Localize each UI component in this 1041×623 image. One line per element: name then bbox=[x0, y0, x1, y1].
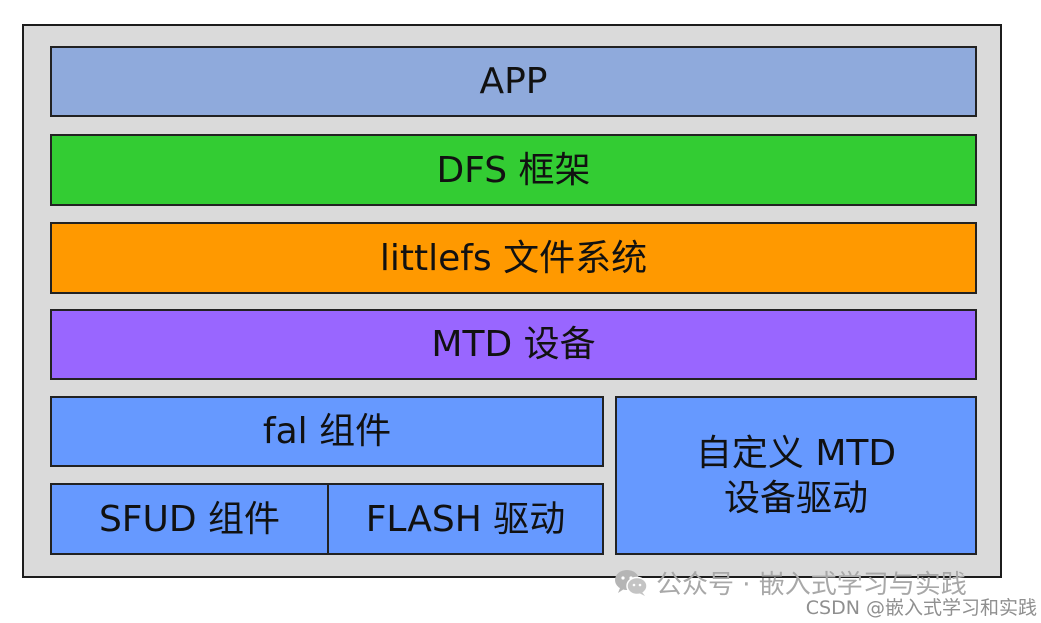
layer-flash-label: FLASH 驱动 bbox=[365, 498, 566, 540]
layer-mtd-label: MTD 设备 bbox=[431, 324, 596, 365]
layer-app: APP bbox=[50, 46, 977, 117]
layer-custom-mtd-line1: 自定义 MTD bbox=[695, 432, 897, 474]
layer-littlefs-label: littlefs 文件系统 bbox=[379, 237, 648, 279]
wechat-icon bbox=[615, 569, 648, 596]
layer-littlefs: littlefs 文件系统 bbox=[50, 222, 977, 294]
layer-fal: fal 组件 bbox=[50, 396, 604, 467]
csdn-watermark-text: CSDN @嵌入式学习和实践 bbox=[805, 597, 1037, 619]
layer-app-label: APP bbox=[479, 61, 548, 102]
layer-mtd: MTD 设备 bbox=[50, 309, 977, 380]
layer-flash-driver: FLASH 驱动 bbox=[327, 483, 604, 555]
layer-custom-mtd-driver: 自定义 MTD 设备驱动 bbox=[615, 396, 977, 555]
wechat-watermark-text: 公众号 · 嵌入式学习与实践 bbox=[656, 570, 967, 600]
layer-sfud-label: SFUD 组件 bbox=[98, 498, 281, 540]
layer-custom-mtd-line2: 设备驱动 bbox=[723, 477, 868, 519]
layer-fal-label: fal 组件 bbox=[262, 411, 392, 452]
layer-dfs: DFS 框架 bbox=[50, 134, 977, 206]
layer-dfs-label: DFS 框架 bbox=[436, 149, 591, 191]
layer-sfud: SFUD 组件 bbox=[50, 483, 329, 555]
wechat-watermark: 公众号 · 嵌入式学习与实践 bbox=[614, 564, 967, 601]
csdn-watermark: CSDN @嵌入式学习和实践 bbox=[806, 593, 1037, 620]
